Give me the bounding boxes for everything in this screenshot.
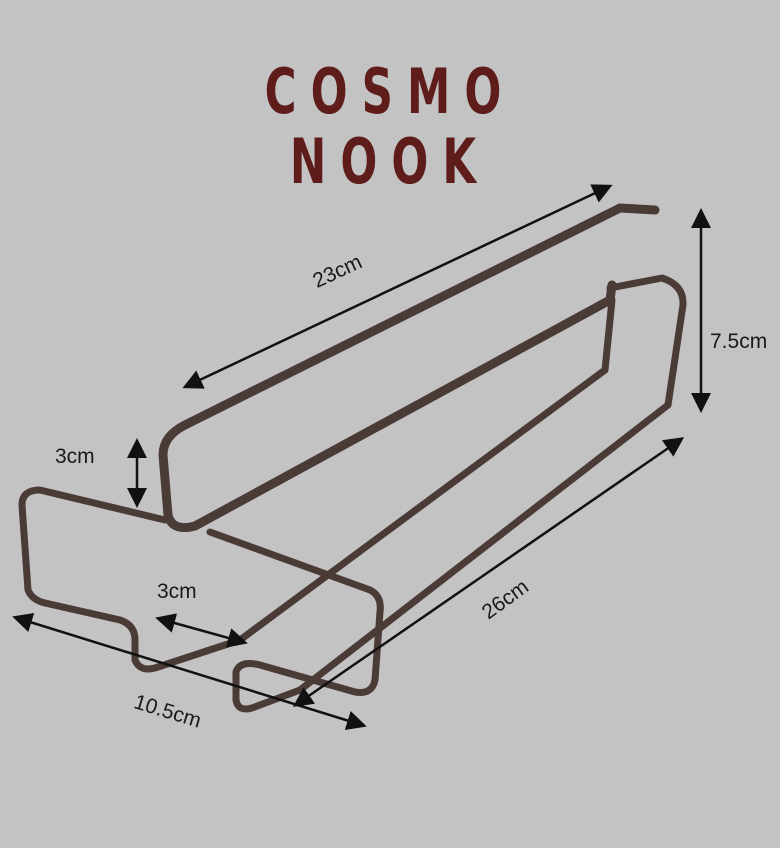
label-hook-gap: 3cm (157, 580, 197, 603)
arrow-26cm (292, 437, 685, 707)
brand-logo-line1: COSMO (264, 55, 516, 128)
wine-glass-rack (18, 203, 687, 713)
label-hook-height: 3cm (55, 445, 95, 468)
arrow-10-5cm (12, 612, 367, 731)
dimension-arrows (12, 184, 711, 731)
top-mount-strip (158, 203, 660, 533)
back-loop (296, 274, 687, 694)
arrow-3cm-horizontal (155, 613, 248, 648)
label-height: 7.5cm (710, 330, 768, 353)
arrow-23cm (182, 184, 613, 389)
